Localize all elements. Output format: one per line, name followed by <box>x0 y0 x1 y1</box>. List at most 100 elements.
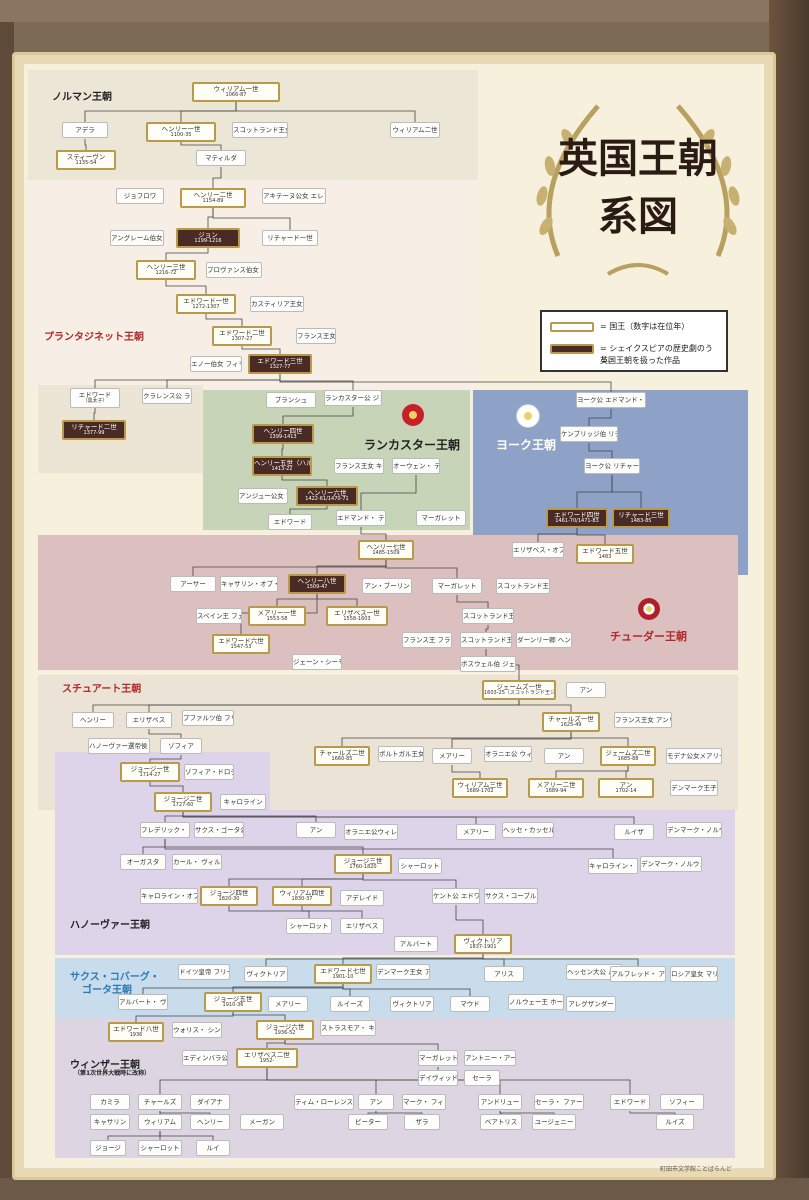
person-name: エドワード四世 <box>554 510 600 519</box>
person-diana: ダイアナ <box>190 1094 230 1110</box>
dynasty-saxe-line2: ゴータ王朝 <box>82 985 132 996</box>
person-years: 1553-58 <box>266 615 288 622</box>
person-richard-y: ヨーク公 リチャード <box>584 458 640 474</box>
person-name: メアリー <box>275 999 301 1008</box>
person-william: ウィリアム <box>138 1114 182 1130</box>
person-mark: マーク・ フィリップス <box>402 1094 446 1110</box>
person-william4o: オラニエ公ウィレム <box>344 824 398 840</box>
person-years: 1422-61/1470-71 <box>305 495 349 502</box>
person-sophie: ソフィー <box>660 1094 704 1110</box>
person-edmund: エドマンド・ テューダー <box>336 510 386 526</box>
person-years: 1603-25（スコットランド王ジェームズ六世） <box>484 689 555 696</box>
person-name: ルイザ <box>624 827 644 836</box>
person-darnley: ダーンリー卿 ヘンリー・ステュアート <box>516 632 572 648</box>
person-victoria3: ヴィクトリア <box>390 996 434 1012</box>
person-caroline: キャロライン <box>220 794 266 810</box>
legend: = 国王（数字は在位年） = シェイクスピアの歴史劇のうち、 英国王朝を扱った作… <box>540 310 728 372</box>
wall-top <box>0 0 809 22</box>
person-blanche: ブランシュ <box>266 392 316 408</box>
person-name: アングレーム伯女 イザベラ <box>111 233 163 242</box>
person-name: プロヴァンス伯女 エレアノール <box>207 265 261 274</box>
person-name: エリザベス二世 <box>244 1050 290 1059</box>
person-louise: ルイーズ <box>330 996 370 1012</box>
main-title-line1: 英国王朝 <box>558 135 718 182</box>
person-name: アン <box>369 1097 383 1106</box>
person-name: メアリー一世 <box>257 608 297 617</box>
person-name: ソフィー <box>669 1097 695 1106</box>
person-name: ハノーヴァー選帝侯 エルンスト・アウグスト <box>89 741 149 750</box>
person-years: 1327-77 <box>269 363 291 370</box>
person-name: ストラスモア・ キングホーン伯女 エリザベス <box>321 1023 375 1032</box>
person-albert-v: アルバート・ ヴィクター <box>118 994 168 1010</box>
person-name: エドワード三世 <box>257 356 303 365</box>
person-anne-p: アン <box>358 1094 394 1110</box>
person-name: スコットランド王 ジェームズ四世 <box>497 581 549 590</box>
person-margaret-t: マーガレット <box>432 578 482 594</box>
person-name: ヨーク公 リチャード <box>585 461 640 470</box>
person-richard-c: ケンブリッジ伯 リチャード <box>560 426 618 442</box>
laurel-wreath-icon <box>536 104 740 276</box>
person-maud: マウド <box>450 996 490 1012</box>
person-mary-h: メアリー <box>456 824 496 840</box>
person-name: デンマーク・ノルウェー王 クリスチャン七世 <box>641 859 701 868</box>
person-name: エドワード <box>613 1097 647 1106</box>
person-name: ルイーズ <box>337 999 363 1008</box>
person-years: 1399-1413 <box>269 433 297 440</box>
person-name: マーガレット <box>437 581 477 590</box>
person-name: スコットランド王女 マティルダ <box>233 125 288 134</box>
person-years: 1558-1603 <box>343 615 371 622</box>
person-name: ボスウェル伯 ジェームズ・ヘップバーン <box>461 659 516 668</box>
person-philip: エディンバラ公 フィリップ <box>182 1050 228 1066</box>
main-title-line2: 系図 <box>598 193 678 240</box>
person-james5: スコットランド王 ジェームズ五世 <box>462 608 514 624</box>
tudor-rose-icon <box>638 598 660 620</box>
person-years: 1509-47 <box>306 583 328 590</box>
person-name: ポルトガル王女 キャサリン <box>379 749 424 758</box>
dynasty-norman: ノルマン王朝 <box>52 92 112 103</box>
person-name: ヘンリー七世 <box>366 542 406 551</box>
person-name: デイヴィッド <box>419 1073 458 1082</box>
person-peter: ピーター <box>348 1114 388 1130</box>
person-name: ティム・ローレンス <box>295 1097 353 1106</box>
person-name: ジョン <box>198 230 218 239</box>
person-frederick5: プファルツ伯 フリードリヒ五世 <box>182 710 234 726</box>
person-name: ヘッセン大公 ルートヴィヒ四世 <box>567 967 621 976</box>
person-francis2: フランス王 フランソワ二世 <box>402 632 452 648</box>
person-name: ウィリアム四世 <box>279 888 325 897</box>
person-name: モデナ公女メアリー <box>667 751 722 760</box>
person-name: ゾフィア <box>168 741 194 750</box>
person-frederick3: ドイツ皇帝 フリードリヒ三世 <box>178 964 230 980</box>
person-margaret-r: マーガレット <box>418 1050 458 1066</box>
person-years: 1100-35 <box>170 131 192 138</box>
person-years: 1625-49 <box>560 721 582 728</box>
person-name: ダイアナ <box>197 1097 223 1106</box>
person-name: アン <box>579 685 593 694</box>
person-name: キャロライン・ マティルダ <box>589 861 637 870</box>
person-mary-mo: モデナ公女メアリー <box>666 748 722 764</box>
person-name: チャールズ <box>143 1097 177 1106</box>
person-anne-b: アン・ブーリン <box>362 578 412 594</box>
person-name: スティーヴン <box>66 152 106 161</box>
person-elizabeth-bl: ストラスモア・ キングホーン伯女 エリザベス <box>320 1020 376 1036</box>
person-catherine-br: ポルトガル王女 キャサリン <box>378 746 424 762</box>
person-name: サクス・コーブルク・ ザールフェルト公女 <box>485 891 537 900</box>
person-name: アルバート・ ヴィクター <box>119 997 167 1006</box>
person-eleanor-ca: カスティリア王女 エレアノール <box>250 296 304 312</box>
person-name: ルイ <box>206 1143 220 1152</box>
person-name: ケント公 エドワード <box>433 891 480 900</box>
person-ernest: ハノーヴァー選帝侯 エルンスト・アウグスト <box>88 738 150 754</box>
dynasty-windsor: ウィンザー王朝 <box>70 1060 140 1071</box>
person-margaret-an: アンジュー公女 マーガレット <box>238 488 288 504</box>
person-name: エドワード一世 <box>183 296 229 305</box>
person-name: フランス王女 アンリエッタ・マリア <box>615 715 671 724</box>
person-name: アキテーヌ公女 エレアノール <box>263 191 325 200</box>
